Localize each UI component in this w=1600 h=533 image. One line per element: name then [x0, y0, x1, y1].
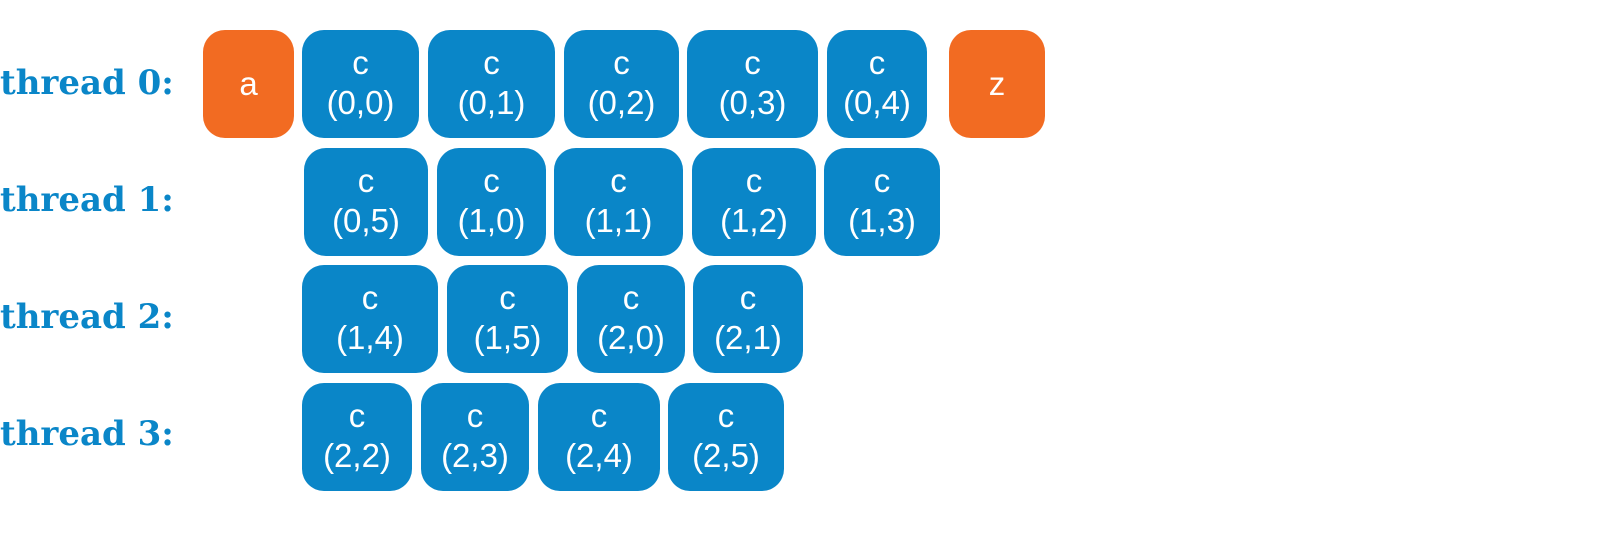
task-name: c: [744, 44, 761, 81]
task-name: z: [988, 65, 1006, 102]
task-index: (2,0): [597, 319, 665, 356]
task-name: c: [361, 279, 379, 316]
task-name: c: [610, 162, 627, 199]
task-index: (1,0): [457, 202, 526, 239]
task-name: c: [739, 279, 757, 316]
task-c-1-1: c (1,1): [554, 148, 683, 256]
task-index: (0,2): [587, 84, 656, 121]
task-index: (2,1): [714, 319, 782, 356]
task-index: (2,5): [692, 437, 760, 474]
task-name: c: [483, 44, 500, 81]
task-index: (0,4): [843, 84, 911, 121]
task-z: z: [949, 30, 1045, 138]
task-c-1-5: c (1,5): [447, 265, 568, 373]
task-c-0-5: c (0,5): [304, 148, 428, 256]
task-name: c: [483, 162, 500, 199]
task-c-0-2: c (0,2): [564, 30, 679, 138]
task-name: c: [717, 397, 735, 434]
task-index: (0,1): [457, 84, 526, 121]
task-name: c: [590, 397, 608, 434]
task-index: (0,0): [326, 84, 395, 121]
task-name: a: [239, 65, 258, 102]
task-name: c: [873, 162, 891, 199]
task-index: (1,1): [584, 202, 653, 239]
task-name: c: [622, 279, 640, 316]
task-name: c: [352, 44, 369, 81]
task-name: c: [348, 397, 366, 434]
task-index: (0,5): [332, 202, 400, 239]
thread-2-label: thread 2:: [0, 297, 174, 337]
task-name: c: [466, 397, 484, 434]
task-name: c: [613, 44, 630, 81]
task-index: (2,2): [323, 437, 391, 474]
task-name: c: [745, 162, 763, 199]
thread-1-label: thread 1:: [0, 180, 174, 220]
thread-3-label: thread 3:: [0, 414, 174, 454]
task-index: (1,2): [720, 202, 788, 239]
task-c-2-1: c (2,1): [693, 265, 803, 373]
task-name: c: [499, 279, 516, 316]
task-c-2-4: c (2,4): [538, 383, 660, 491]
task-name: c: [868, 44, 886, 81]
task-name: c: [357, 162, 375, 199]
task-c-0-3: c (0,3): [687, 30, 818, 138]
task-c-0-1: c (0,1): [428, 30, 555, 138]
task-c-2-2: c (2,2): [302, 383, 412, 491]
task-c-1-3: c (1,3): [824, 148, 940, 256]
task-a: a: [203, 30, 294, 138]
task-c-1-2: c (1,2): [692, 148, 816, 256]
task-index: (1,4): [336, 319, 404, 356]
task-c-1-4: c (1,4): [302, 265, 438, 373]
thread-0-label: thread 0:: [0, 63, 174, 103]
task-c-0-4: c (0,4): [827, 30, 927, 138]
task-index: (1,3): [848, 202, 916, 239]
task-index: (1,5): [473, 319, 542, 356]
task-index: (2,4): [565, 437, 633, 474]
task-index: (2,3): [441, 437, 509, 474]
task-c-2-3: c (2,3): [421, 383, 529, 491]
task-c-2-0: c (2,0): [577, 265, 685, 373]
task-index: (0,3): [718, 84, 787, 121]
task-c-1-0: c (1,0): [437, 148, 546, 256]
task-c-2-5: c (2,5): [668, 383, 784, 491]
task-c-0-0: c (0,0): [302, 30, 419, 138]
